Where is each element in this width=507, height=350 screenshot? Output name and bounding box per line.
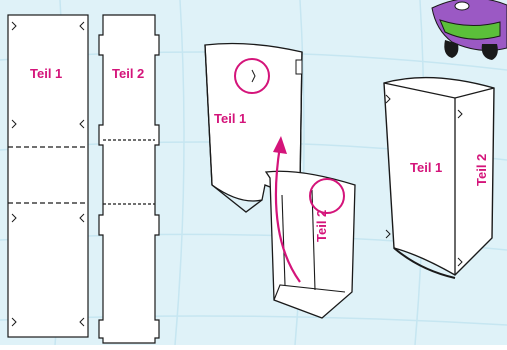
assembly-part-2 [264,170,356,319]
flat-part-2-label: Teil 2 [112,66,145,81]
flat-part-2 [98,14,160,344]
assembly-part-1-label: Teil 1 [214,111,247,126]
highlight-circle-bottom [309,178,345,214]
flat-part-1-label: Teil 1 [30,66,63,81]
flat-part-1 [7,14,89,338]
arrow-up-icon [273,136,301,283]
finished-part-1-label: Teil 1 [410,160,443,175]
dinosaur-mascot [431,0,507,60]
finished-box [383,76,495,279]
highlight-circle-top [234,58,270,94]
finished-part-2-label: Teil 2 [474,153,489,186]
assembly-part-2-label: Teil 2 [314,209,329,242]
